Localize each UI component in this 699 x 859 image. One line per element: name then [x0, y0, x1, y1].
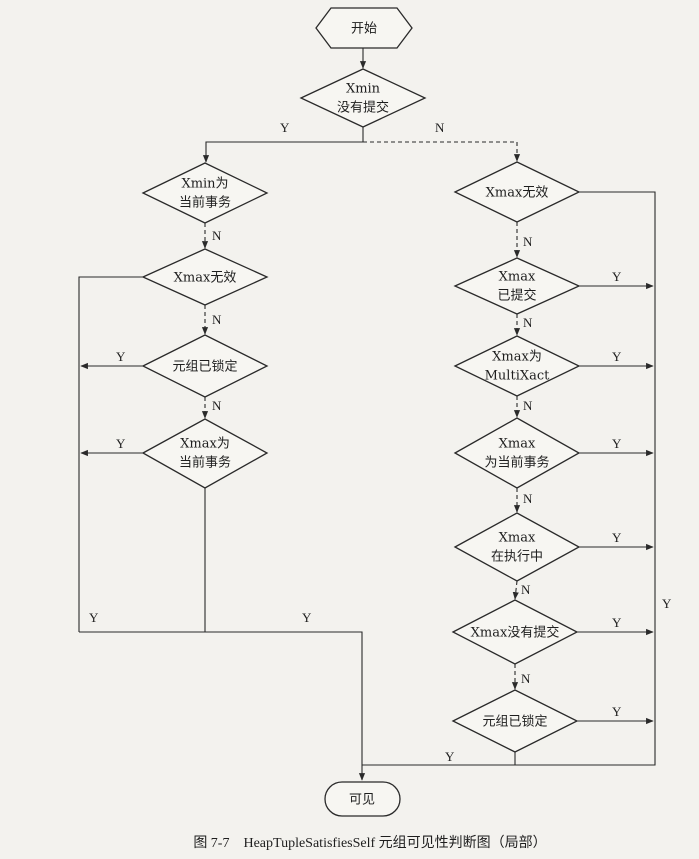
- label-yes: Y: [116, 349, 126, 364]
- label-no: N: [523, 234, 533, 249]
- edge-xmin-no: [363, 141, 521, 162]
- edge-labels: Y N N N N Y Y Y Y N N N N N N Y Y Y Y Y …: [89, 120, 672, 764]
- svg-text:开始: 开始: [351, 22, 377, 37]
- label-yes: Y: [612, 704, 622, 719]
- svg-text:元组已锁定: 元组已锁定: [482, 714, 547, 730]
- decision-xmax-committed: Xmax 已提交: [453, 257, 581, 315]
- svg-text:Xmax无效: Xmax无效: [174, 271, 237, 286]
- decision-right-xmax-invalid: Xmax无效: [453, 161, 581, 223]
- decision-xmin-is-current: Xmin为 当前事务: [141, 162, 269, 224]
- label-no: N: [212, 398, 222, 413]
- decision-xmax-is-multixact: Xmax为 MultiXact: [453, 335, 581, 397]
- connectors: [78, 48, 656, 781]
- svg-text:当前事务: 当前事务: [179, 195, 231, 211]
- label-no: N: [523, 398, 533, 413]
- label-no: N: [435, 120, 445, 135]
- label-yes: Y: [612, 349, 622, 364]
- label-yes: Y: [280, 120, 290, 135]
- label-no: N: [523, 315, 533, 330]
- start-node: 开始: [315, 7, 413, 49]
- label-no: N: [212, 228, 222, 243]
- decision-left-xmax-invalid: Xmax无效: [141, 248, 269, 306]
- label-no: N: [212, 312, 222, 327]
- svg-text:Xmin: Xmin: [346, 82, 381, 97]
- decision-right-tuple-locked: 元组已锁定: [451, 689, 579, 753]
- svg-text:Xmax为: Xmax为: [492, 350, 542, 365]
- decision-xmin-not-committed: Xmin 没有提交: [299, 68, 427, 128]
- label-no: N: [521, 671, 531, 686]
- label-yes: Y: [662, 596, 672, 611]
- edge-r5-r6: [512, 580, 519, 600]
- svg-text:为当前事务: 为当前事务: [484, 455, 549, 471]
- label-yes: Y: [445, 749, 455, 764]
- svg-text:当前事务: 当前事务: [179, 455, 231, 471]
- svg-text:Xmax: Xmax: [499, 531, 536, 546]
- svg-text:Xmax: Xmax: [499, 437, 536, 452]
- edge-xmin-yes: [202, 127, 364, 163]
- label-yes: Y: [89, 610, 99, 625]
- svg-text:Xmax为: Xmax为: [180, 437, 230, 452]
- figure-caption: 图 7-7 HeapTupleSatisfiesSelf 元组可见性判断图（局部…: [193, 835, 546, 851]
- edge-to-visible: [79, 631, 366, 781]
- edge-l2-yes: [78, 276, 143, 632]
- edge-r1-yes: [362, 191, 656, 766]
- svg-text:Xmax无效: Xmax无效: [486, 186, 549, 201]
- svg-text:已提交: 已提交: [497, 288, 536, 304]
- decision-right-xmax-is-current: Xmax 为当前事务: [453, 417, 581, 489]
- decision-left-xmax-is-current: Xmax为 当前事务: [141, 418, 269, 489]
- svg-text:在执行中: 在执行中: [491, 550, 543, 565]
- decision-xmax-in-progress: Xmax 在执行中: [453, 512, 581, 582]
- label-yes: Y: [612, 436, 622, 451]
- label-yes: Y: [612, 615, 622, 630]
- svg-text:元组已锁定: 元组已锁定: [172, 359, 237, 375]
- label-yes: Y: [612, 530, 622, 545]
- svg-text:可见: 可见: [349, 793, 375, 808]
- svg-text:Xmin为: Xmin为: [181, 177, 228, 192]
- end-node-visible: 可见: [324, 781, 401, 817]
- svg-text:Xmax没有提交: Xmax没有提交: [471, 625, 560, 641]
- svg-text:没有提交: 没有提交: [337, 100, 389, 116]
- label-yes: Y: [116, 436, 126, 451]
- svg-text:MultiXact: MultiXact: [485, 369, 551, 384]
- label-yes: Y: [302, 610, 312, 625]
- decision-xmax-not-committed: Xmax没有提交: [451, 599, 579, 665]
- label-yes: Y: [612, 269, 622, 284]
- decision-left-tuple-locked: 元组已锁定: [141, 334, 269, 398]
- svg-text:Xmax: Xmax: [499, 270, 536, 285]
- label-no: N: [523, 491, 533, 506]
- label-no: N: [521, 582, 531, 597]
